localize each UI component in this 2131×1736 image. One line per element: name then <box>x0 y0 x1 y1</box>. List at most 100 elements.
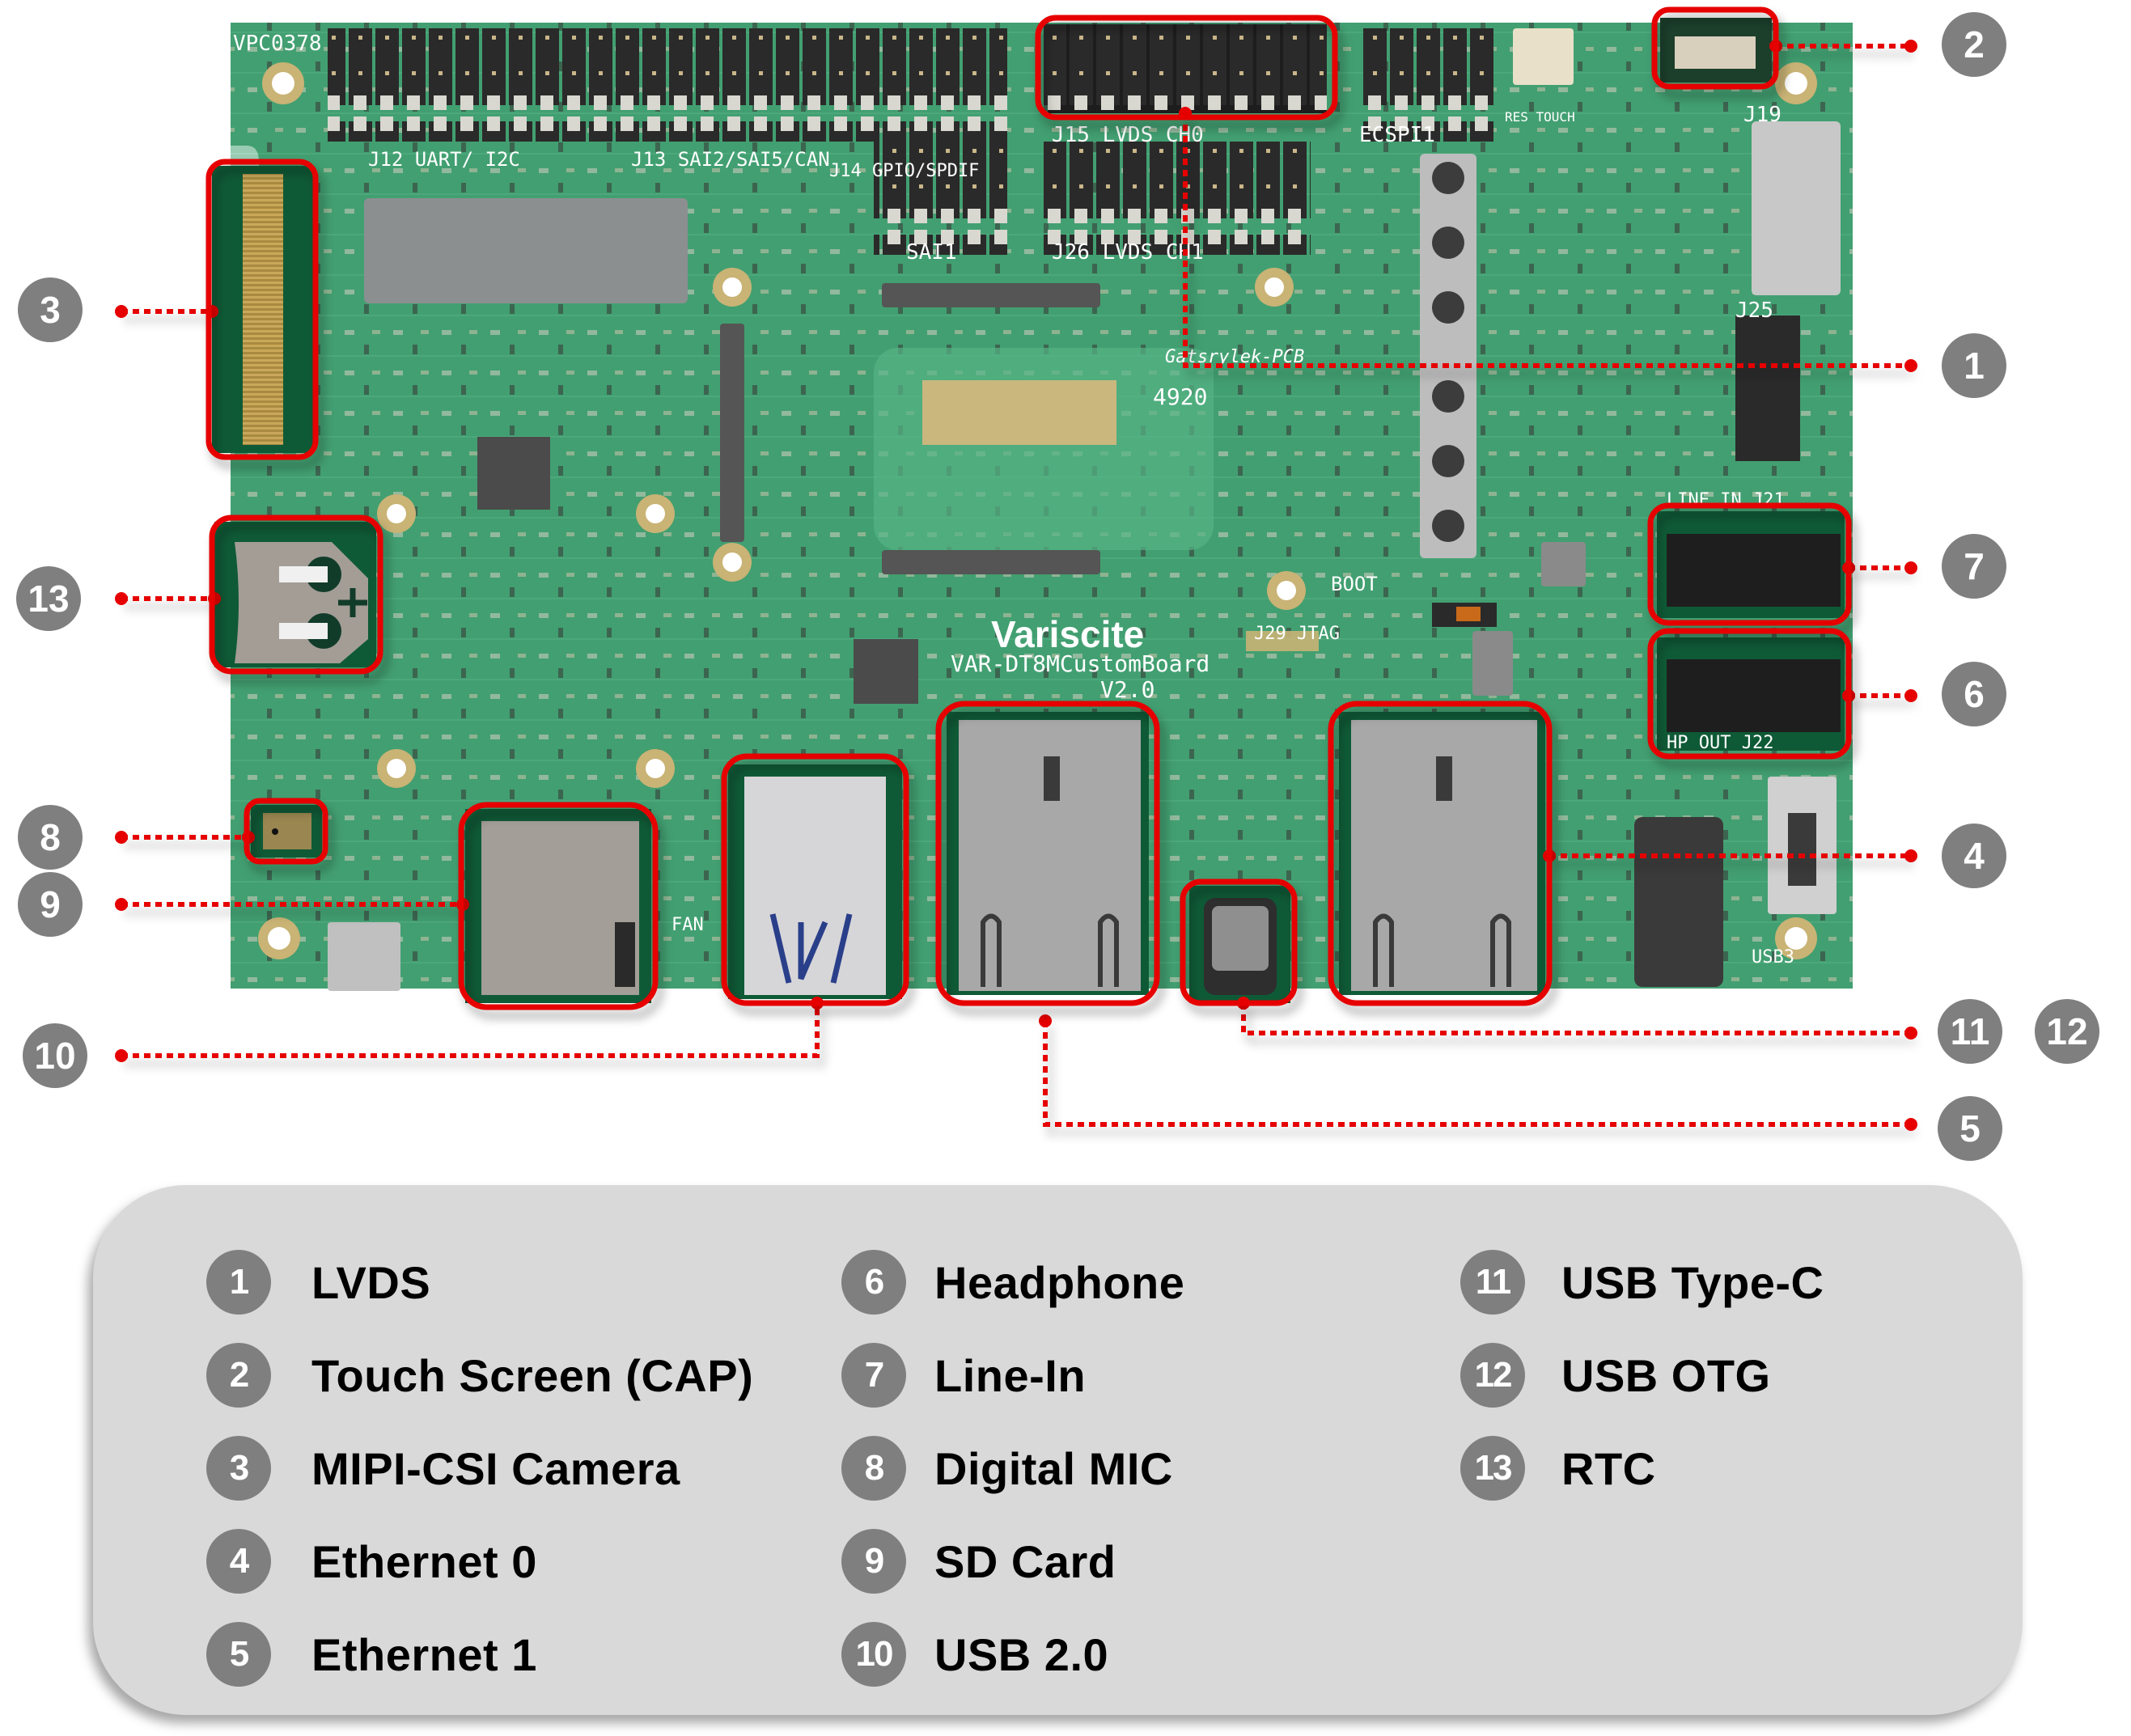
svg-text:5: 5 <box>1959 1107 1981 1150</box>
leader-dots <box>115 40 1917 1131</box>
highlight-lvds <box>1035 15 1338 121</box>
silk-label: FAN <box>671 915 704 935</box>
callout-badge-2: 2 <box>1942 12 2006 77</box>
silk-label: J26 LVDS CH1 <box>1052 240 1204 265</box>
legend-label: Ethernet 0 <box>311 1535 537 1587</box>
highlight-eth1 <box>935 701 1160 1006</box>
ethernet-1-jack <box>947 712 1149 995</box>
highlight-usb <box>721 753 909 1006</box>
highlight-mic <box>244 798 328 865</box>
legend-label: SD Card <box>934 1535 1116 1587</box>
legend-label: Headphone <box>934 1256 1185 1308</box>
legend-label: MIPI-CSI Camera <box>311 1442 680 1494</box>
silk-label: J13 SAI2/SAI5/CAN <box>631 148 830 171</box>
dc-jack <box>1634 817 1723 987</box>
board-code: VPC0378 <box>233 32 322 56</box>
legend-number-badge: 13 <box>1460 1436 1525 1501</box>
legend-label: Touch Screen (CAP) <box>311 1349 754 1401</box>
legend-number-badge: 6 <box>841 1250 906 1315</box>
callout-badge-11: 11 <box>1938 999 2002 1064</box>
line-in-jack <box>1657 511 1845 618</box>
highlight-eth0 <box>1328 701 1553 1006</box>
callout-badge-1: 1 <box>1942 333 2006 398</box>
board-model: VAR-DT8MCustomBoard <box>951 650 1210 677</box>
pad-block <box>922 380 1116 445</box>
ethernet-0-jack <box>1339 712 1545 995</box>
highlight-cap-touch <box>1651 6 1779 90</box>
mipi-csi-connector <box>212 166 313 453</box>
brand-logo: Variscite <box>991 613 1144 655</box>
svg-text:13: 13 <box>28 578 69 620</box>
legend-item-4: 4 Ethernet 0 <box>206 1529 537 1594</box>
svg-text:9: 9 <box>40 883 61 925</box>
legend-number-badge: 2 <box>206 1343 271 1408</box>
legend-item-10: 10 USB 2.0 <box>841 1622 1108 1687</box>
leader-line-11 <box>1241 1003 1909 1035</box>
legend-number-badge: 9 <box>841 1529 906 1594</box>
callout-badge-6: 6 <box>1942 662 2006 726</box>
silk-label: ECSPI1 <box>1359 123 1435 147</box>
svg-text:3: 3 <box>40 289 61 331</box>
silk-label: J15 LVDS CH0 <box>1052 123 1204 147</box>
digital-mic <box>251 805 322 857</box>
silk-label: J12 UART/ I2C <box>368 148 520 171</box>
components <box>328 28 1841 991</box>
silk-label: J14 GPIO/SPDIF <box>829 161 979 181</box>
callout-badge-3: 3 <box>18 277 83 342</box>
hdmi-port <box>1752 121 1841 295</box>
legend-number-badge: 8 <box>841 1436 906 1501</box>
callout-badge-8: 8 <box>18 805 83 870</box>
legend-number-badge: 10 <box>841 1622 906 1687</box>
highlight-hp-out <box>1647 628 1852 760</box>
sd-card-slot <box>465 809 651 1003</box>
callout-badge-10: 10 <box>23 1023 87 1088</box>
svg-text:1: 1 <box>1964 345 1985 387</box>
leader-line-10 <box>121 1003 820 1058</box>
legend-number-badge: 1 <box>206 1250 271 1315</box>
silk-label: HP OUT J22 <box>1667 733 1773 753</box>
legend-label: USB 2.0 <box>934 1628 1109 1680</box>
legend-number-badge: 12 <box>1460 1343 1525 1408</box>
coin-cell-holder <box>214 522 376 667</box>
legend-item-2: 2 Touch Screen (CAP) <box>206 1343 753 1408</box>
legend-number-badge: 4 <box>206 1529 271 1594</box>
legend-number-badge: 3 <box>206 1436 271 1501</box>
leader-lines <box>121 44 1909 1127</box>
hp-out-jack <box>1657 637 1845 751</box>
highlight-line-in <box>1647 502 1852 626</box>
svg-text:12: 12 <box>2046 1010 2087 1052</box>
highlight-sd <box>458 802 659 1010</box>
highlight-frames <box>205 6 1852 1010</box>
usb-a-port <box>728 764 902 999</box>
silk-label: SAI1 <box>906 240 957 265</box>
callout-badge-5: 5 <box>1938 1096 2002 1161</box>
callout-badge-9: 9 <box>18 872 83 937</box>
legend-label: Digital MIC <box>934 1442 1173 1494</box>
silk-label: RES TOUCH <box>1505 109 1575 125</box>
pcb-code: 4920 <box>1153 383 1207 410</box>
svg-text:11: 11 <box>1951 1010 1990 1052</box>
silk-label: J19 <box>1743 103 1781 127</box>
svg-text:8: 8 <box>40 816 61 858</box>
legend-item-3: 3 MIPI-CSI Camera <box>206 1436 680 1501</box>
svg-text:10: 10 <box>34 1035 75 1077</box>
mounting-holes <box>258 62 1817 959</box>
lvds-connector <box>1048 24 1327 113</box>
highlight-type-c <box>1180 879 1298 1006</box>
board-illustration: VPC0378 Variscite VAR-DT8MCustomBoard V2… <box>16 6 2099 1161</box>
silk-label: J25 <box>1735 299 1773 323</box>
legend-item-6: 6 Headphone <box>841 1250 1184 1315</box>
legend-item-8: 8 Digital MIC <box>841 1436 1173 1501</box>
legend-label: RTC <box>1561 1442 1656 1494</box>
svg-text:2: 2 <box>1964 23 1985 66</box>
board-version: V2.0 <box>1100 676 1154 703</box>
silk-label: BOOT <box>1331 573 1378 595</box>
callout-badges: 2 1 7 6 4 11 12 5 3 13 8 9 10 <box>16 12 2099 1161</box>
svg-text:6: 6 <box>1964 673 1985 715</box>
